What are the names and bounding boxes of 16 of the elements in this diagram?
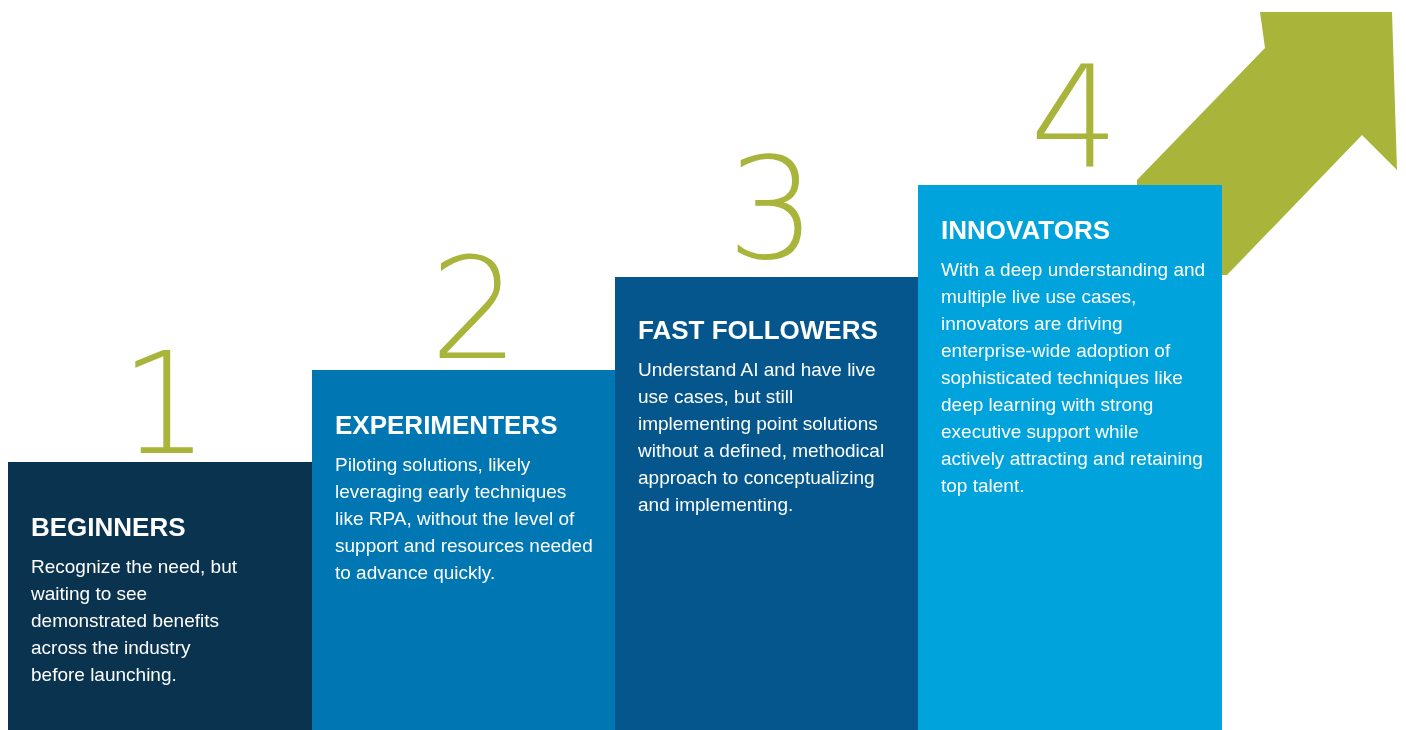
step-description: Piloting solutions, likely leveraging early techniques like RPA, without the level of support and resources needed to advance quickly. (335, 453, 594, 585)
step-description: Recognize the need, but waiting to see demonstrated benefits across the industry before launching. (31, 555, 238, 687)
step-description: With a deep understanding and multiple live use cases, innovators are driving enterprise-wide adoption of sophisticated techniques like deep learning with strong executive support while actively attracting and retaining top talent. (941, 258, 1206, 498)
step-heading: INNOVATORS (941, 215, 1110, 246)
step-number: 4 (1030, 48, 1120, 188)
step-bar (918, 185, 1222, 730)
step-number: 1 (120, 335, 210, 475)
step-bar (312, 370, 616, 730)
step-number: 3 (727, 140, 817, 280)
step-number: 2 (430, 240, 520, 380)
step-description: Understand AI and have live use cases, but still implementing point solutions without a defined, methodical approach to conceptualizing and implementing. (638, 358, 886, 517)
step-heading: FAST FOLLOWERS (638, 315, 878, 346)
step-heading: BEGINNERS (31, 512, 186, 543)
step-bar (615, 277, 919, 730)
step-heading: EXPERIMENTERS (335, 410, 558, 441)
step-bar (8, 462, 312, 730)
